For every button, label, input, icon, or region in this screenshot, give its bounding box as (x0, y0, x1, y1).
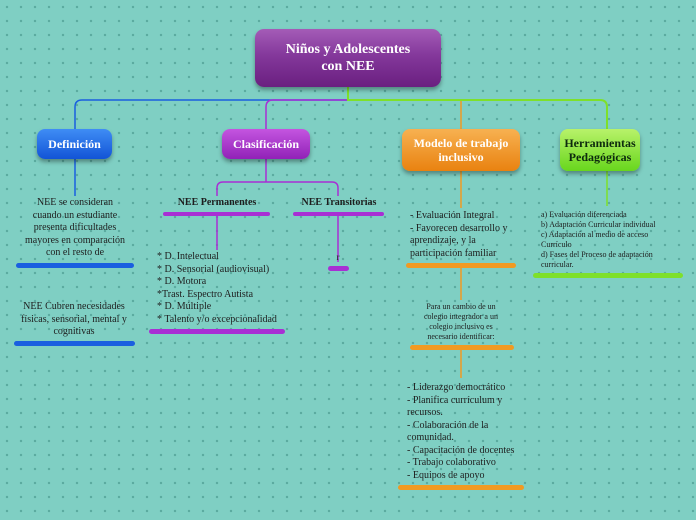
herramientas-label: Herramientas Pedagógicas (564, 136, 636, 164)
herramientas-item: a) Evaluación diferenciada (541, 210, 627, 219)
definicion-text-2: NEE Cubren necesidades físicas, sensoria… (21, 301, 127, 337)
permanentes-item: * D. Sensorial (audiovisual) (157, 263, 270, 275)
modelo-label: Modelo de trabajo inclusivo (413, 136, 509, 164)
permanentes-item: * Talento y/o excepcionalidad (157, 313, 277, 325)
permanentes-item: * D. Múltiple (157, 301, 212, 312)
herramientas-item: c) Adaptación al medio de acceso Currícu… (541, 230, 649, 249)
connector-clasificacion (265, 87, 349, 129)
herramientas-underline (533, 273, 683, 278)
definicion-underline-1 (16, 263, 134, 268)
transitorias-note-underline (328, 266, 349, 271)
herramientas-item: b) Adaptación Curricular individual (541, 220, 656, 229)
herramientas-item: d) Fases del Proceso de adaptación curri… (541, 250, 653, 269)
permanentes-underline (163, 212, 270, 216)
definicion-underline-2 (14, 341, 135, 346)
transitorias-label: NEE Transitorias (301, 197, 377, 208)
permanentes-item: * D. Intelectual (157, 251, 219, 262)
clasificacion-node[interactable]: Clasificación (222, 129, 310, 159)
transitorias-underline (293, 212, 384, 216)
connector-herramientas (347, 87, 608, 129)
modelo-item: - Evaluación Integral (410, 210, 495, 221)
permanentes-label: NEE Permanentes (177, 197, 257, 208)
modelo-item: - Equipos de apoyo (407, 469, 485, 481)
permanentes-item: *Trast. Espectro Autista (157, 288, 254, 300)
herramientas-node[interactable]: Herramientas Pedagógicas (560, 129, 640, 171)
modelo-underline-1 (406, 263, 516, 268)
modelo-item: - Planifica currículum y recursos. (407, 394, 503, 419)
root-node[interactable]: Niños y Adolescentes con NEE (255, 29, 441, 87)
definicion-label: Definición (48, 137, 101, 151)
herramientas-list: a) Evaluación diferenciada b) Adaptación… (541, 210, 679, 270)
modelo-underline-3 (398, 485, 524, 490)
connector-clasificacion-split (216, 159, 339, 196)
connector-definicion (74, 87, 349, 129)
modelo-item: - Capacitación de docentes (407, 444, 515, 456)
modelo-list-1: - Evaluación Integral - Favorecen desarr… (410, 210, 510, 260)
modelo-underline-2 (410, 345, 514, 350)
modelo-node[interactable]: Modelo de trabajo inclusivo (402, 129, 520, 171)
permanentes-list-underline (149, 329, 285, 334)
root-title: Niños y Adolescentes con NEE (285, 42, 411, 74)
definicion-text-1: NEE se consideran cuando un estudiante p… (25, 197, 125, 258)
connector-modelo (347, 87, 462, 129)
modelo-list-3: - Liderazgo democrático - Planifica curr… (407, 382, 519, 482)
modelo-text-2: Para un cambio de un colegio integrador … (424, 302, 498, 341)
transitorias-note: r (336, 252, 340, 262)
clasificacion-label: Clasificación (233, 137, 299, 151)
permanentes-list: * D. Intelectual * D. Sensorial (audiovi… (157, 251, 287, 326)
modelo-item: - Colaboración de la comunidad. (407, 419, 489, 444)
modelo-item: - Favorecen desarrollo y aprendizaje, y … (410, 222, 508, 259)
modelo-item: - Liderazgo democrático (407, 382, 506, 393)
modelo-item: - Trabajo colaborativo (407, 457, 496, 468)
permanentes-item: * D. Motora (157, 276, 207, 287)
definicion-node[interactable]: Definición (37, 129, 112, 159)
